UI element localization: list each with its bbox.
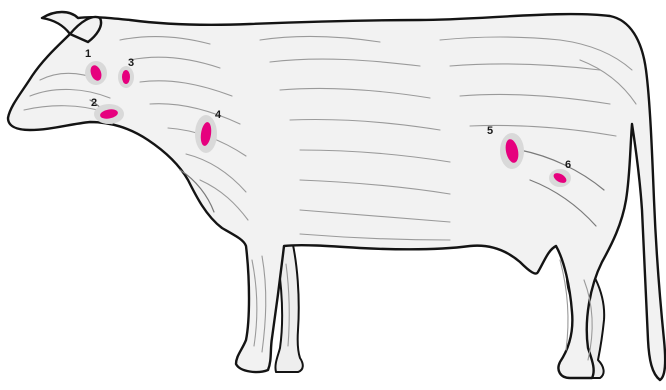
node-dot bbox=[122, 70, 130, 84]
cow-body bbox=[8, 12, 665, 380]
node-label-1: 1 bbox=[85, 48, 91, 60]
node-label-2: 2 bbox=[91, 97, 97, 109]
node-label-4: 4 bbox=[215, 109, 222, 121]
node-label-3: 3 bbox=[128, 57, 134, 69]
node-label-5: 5 bbox=[487, 125, 493, 137]
node-label-6: 6 bbox=[565, 159, 571, 171]
